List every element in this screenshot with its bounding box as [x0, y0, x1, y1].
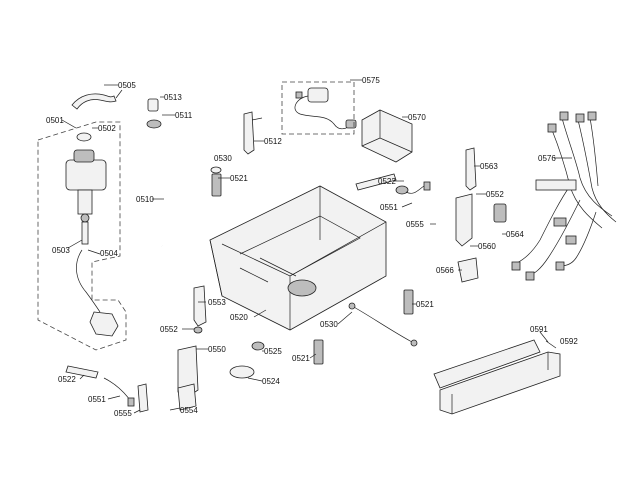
foot-screw-right-part	[403, 289, 414, 315]
label-0550: 0550	[208, 345, 226, 354]
label-0521-right: 0521	[416, 300, 434, 309]
label-0552-right: 0552	[486, 190, 504, 199]
label-0522-left: 0522	[58, 375, 76, 384]
float-cable-end	[348, 302, 356, 310]
bracket-part	[243, 111, 255, 155]
heater-rod-left-part	[65, 365, 99, 379]
float-cable-part	[351, 305, 413, 343]
label-0513: 0513	[164, 93, 182, 102]
base-tub-part	[209, 185, 387, 331]
cable-right	[405, 185, 425, 194]
label-0522-right: 0522	[378, 177, 396, 186]
plug-part	[147, 98, 159, 112]
label-0560: 0560	[478, 242, 496, 251]
panel-0591-part	[433, 339, 541, 389]
label-0521-top: 0521	[230, 174, 248, 183]
drain-hose-part	[153, 129, 187, 266]
right-mount-part	[455, 193, 473, 247]
heater-rod-right-part	[355, 173, 397, 191]
label-0505: 0505	[118, 81, 136, 90]
label-0564: 0564	[506, 230, 524, 239]
left-bracket-part	[193, 285, 207, 327]
float-cable-end-2	[410, 339, 418, 347]
label-0591: 0591	[530, 325, 548, 334]
label-0576: 0576	[538, 154, 556, 163]
label-0510: 0510	[136, 195, 154, 204]
right-bracket-part	[465, 147, 477, 191]
label-0551-right: 0551	[380, 203, 398, 212]
label-0512: 0512	[264, 137, 282, 146]
wiring-harness-part	[511, 111, 617, 281]
label-0555-right: 0555	[406, 220, 424, 229]
label-0504: 0504	[100, 249, 118, 258]
label-0520: 0520	[230, 313, 248, 322]
inlet-hose-part	[71, 89, 123, 110]
lower-inlet-hose	[76, 249, 101, 313]
foot-screw-part	[211, 173, 222, 197]
label-0570: 0570	[408, 113, 426, 122]
sensor-part	[294, 87, 357, 130]
leader-lines	[61, 79, 572, 414]
label-0554: 0554	[180, 406, 198, 415]
label-0525: 0525	[264, 347, 282, 356]
label-0524: 0524	[262, 377, 280, 386]
clamp-part	[146, 119, 162, 129]
left-clip-part	[193, 326, 203, 334]
label-0566: 0566	[436, 266, 454, 275]
label-0502: 0502	[98, 124, 116, 133]
drain-hose-inner	[152, 129, 188, 267]
cable-plug-left	[127, 397, 135, 407]
disc-part	[229, 365, 255, 379]
left-switch-part	[177, 383, 197, 411]
ring-part	[76, 132, 92, 142]
label-0553: 0553	[208, 298, 226, 307]
control-module-part	[361, 109, 413, 163]
right-clip-part	[493, 203, 507, 223]
cable-plug-right	[423, 181, 431, 191]
group-boundary-dashed	[37, 121, 127, 351]
foot-screw-center-part	[313, 339, 324, 365]
lower-inlet-connector	[89, 311, 119, 337]
heater-cap-right	[395, 185, 409, 195]
small-cap-part	[251, 341, 265, 351]
label-0592: 0592	[560, 337, 578, 346]
label-0501: 0501	[46, 116, 64, 125]
label-0521-center: 0521	[292, 354, 310, 363]
sensor-group-dashed	[281, 81, 355, 135]
label-0511: 0511	[175, 111, 193, 120]
label-0530-mid: 0530	[320, 320, 338, 329]
label-0563: 0563	[480, 162, 498, 171]
label-0555-left: 0555	[114, 409, 132, 418]
left-small-bracket-part	[137, 383, 149, 413]
label-0551-left: 0551	[88, 395, 106, 404]
label-0503: 0503	[52, 246, 70, 255]
right-switch-part	[457, 257, 479, 283]
inlet-valve-part	[65, 149, 107, 245]
foot-cap-part	[210, 166, 222, 174]
label-0552-left: 0552	[160, 325, 178, 334]
label-0575: 0575	[362, 76, 380, 85]
label-0530-top: 0530	[214, 154, 232, 163]
